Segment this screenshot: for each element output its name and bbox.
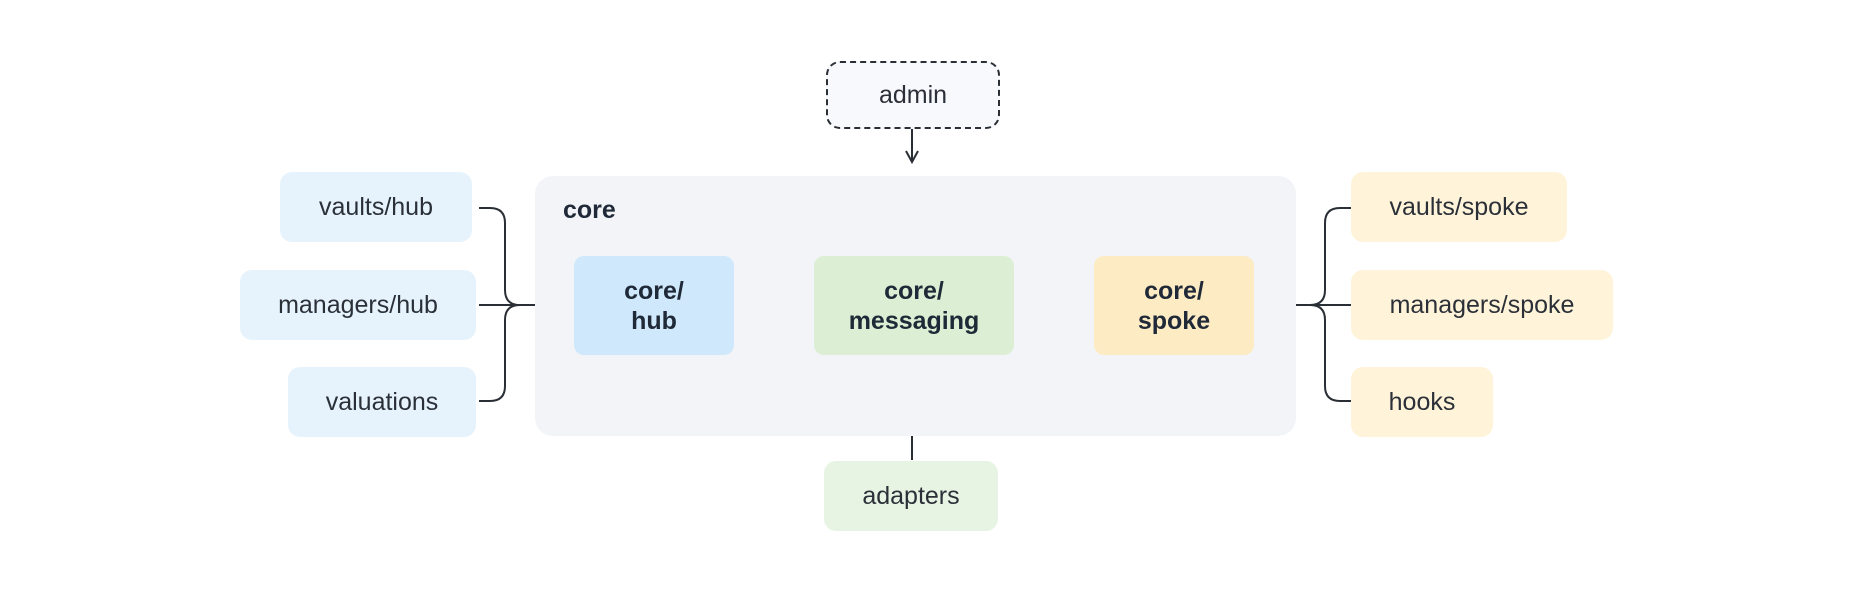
core-messaging-label-line2: messaging xyxy=(848,306,980,335)
vaults-spoke-connector xyxy=(1309,207,1351,306)
core-hub-label-line1: core/ xyxy=(624,276,684,305)
vaults-spoke-node: vaults/spoke xyxy=(1351,172,1567,242)
vaults-hub-label: vaults/hub xyxy=(319,193,433,221)
adapters-node: adapters xyxy=(824,461,998,531)
valuations-connector xyxy=(479,304,521,402)
core-hub-node: core/ hub xyxy=(574,256,734,355)
admin-node: admin xyxy=(826,61,1000,129)
core-spoke-label-line1: core/ xyxy=(1144,276,1204,305)
core-hub-label-line2: hub xyxy=(631,306,677,335)
vaults-spoke-label: vaults/spoke xyxy=(1389,193,1529,221)
admin-label: admin xyxy=(878,81,948,109)
managers-hub-node: managers/hub xyxy=(240,270,476,340)
core-title: core xyxy=(563,196,616,224)
managers-hub-label: managers/hub xyxy=(278,291,438,319)
core-spoke-label-line2: spoke xyxy=(1137,306,1211,335)
valuations-label: valuations xyxy=(325,388,439,416)
core-messaging-node: core/ messaging xyxy=(814,256,1014,355)
hooks-node: hooks xyxy=(1351,367,1493,437)
core-spoke-node: core/ spoke xyxy=(1094,256,1254,355)
hooks-label: hooks xyxy=(1388,388,1456,416)
core-messaging-label-line1: core/ xyxy=(884,276,944,305)
hooks-connector xyxy=(1309,304,1351,402)
managers-spoke-label: managers/spoke xyxy=(1389,291,1575,319)
adapters-label: adapters xyxy=(862,482,960,510)
vaults-hub-connector xyxy=(479,207,521,306)
managers-spoke-node: managers/spoke xyxy=(1351,270,1613,340)
valuations-node: valuations xyxy=(288,367,476,437)
vaults-hub-node: vaults/hub xyxy=(280,172,472,242)
